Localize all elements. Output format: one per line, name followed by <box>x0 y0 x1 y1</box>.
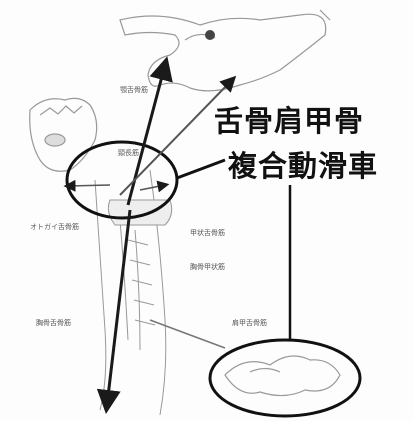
scapula-detail-sketch <box>225 356 340 396</box>
callout-leader-line <box>177 160 225 178</box>
arrow-to-omohyoid <box>150 320 225 348</box>
label-left-muscle: オトガイ舌骨筋 <box>30 222 79 232</box>
callout-title-line1: 舌骨肩甲骨 <box>214 98 364 140</box>
label-sternohyoid: 胸骨舌骨筋 <box>36 318 71 328</box>
label-hyoid: 頸長筋 <box>118 148 139 158</box>
scapula-highlight-circle <box>210 340 360 416</box>
label-omohyoid: 肩甲舌骨筋 <box>232 318 267 328</box>
mandible-sketch <box>30 98 97 171</box>
label-sternothyroid: 胸骨甲状筋 <box>190 262 225 272</box>
label-top-muscle: 顎舌骨筋 <box>120 85 148 95</box>
label-thyroid: 甲状舌骨筋 <box>190 228 225 238</box>
scapula-sketch <box>120 10 330 91</box>
arrow-left <box>68 185 110 186</box>
callout-title-line2: 複合動滑車 <box>228 143 378 185</box>
